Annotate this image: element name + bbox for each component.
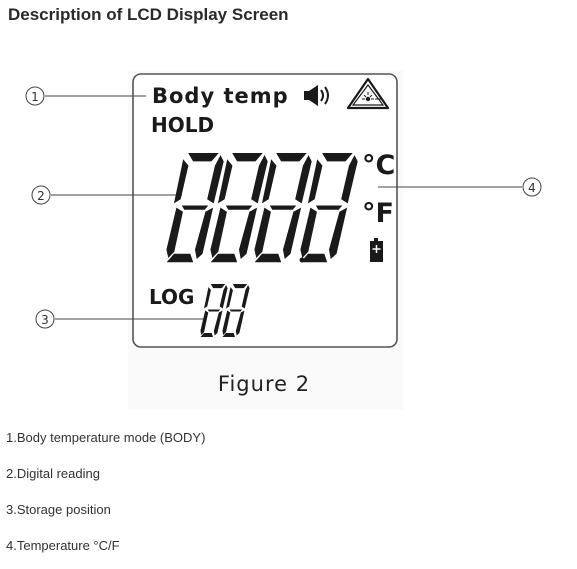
lcd-figure: 1 2 3 4 Body temp HOLD [25, 70, 542, 410]
page-title: Description of LCD Display Screen [8, 5, 289, 24]
description-item-2: 2.Digital reading [6, 466, 100, 481]
svg-text:4: 4 [528, 181, 536, 195]
description-item-1: 1.Body temperature mode (BODY) [6, 430, 206, 445]
main-reading-digits: 8888 [164, 153, 359, 263]
unit-fahrenheit: °F [362, 198, 394, 229]
speaker-icon [304, 85, 329, 106]
callout-1: 1 [25, 86, 146, 106]
laser-warning-icon [346, 77, 390, 110]
callout-4: 4 [378, 177, 542, 197]
callout-2: 2 [31, 185, 182, 205]
unit-celsius: °C [362, 150, 395, 181]
description-item-4: 4.Temperature °C/F [6, 538, 120, 553]
callout-3: 3 [35, 309, 204, 329]
svg-text:1: 1 [31, 90, 39, 104]
figure-caption: Figure 2 [218, 372, 310, 396]
description-item-3: 3.Storage position [6, 502, 111, 517]
lcd-hold-label: HOLD [151, 113, 214, 137]
svg-text:3: 3 [41, 313, 49, 327]
lcd-mode-label: Body temp [152, 84, 289, 108]
lcd-log-label: LOG [149, 285, 194, 309]
svg-text:2: 2 [37, 189, 45, 203]
battery-icon [370, 238, 383, 262]
